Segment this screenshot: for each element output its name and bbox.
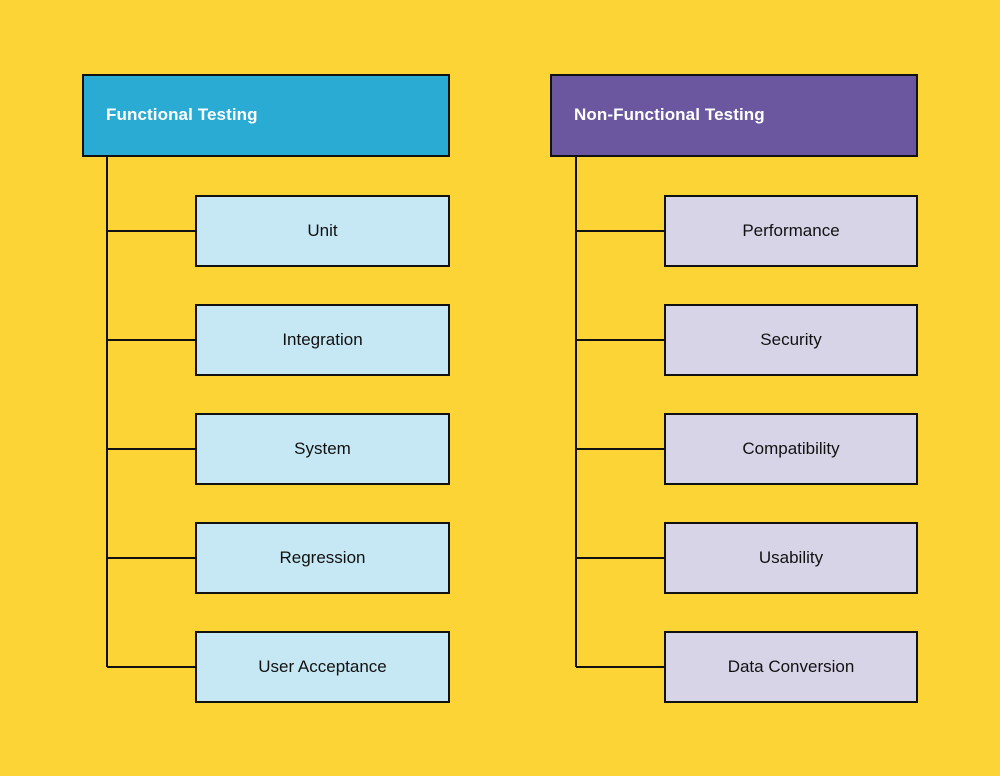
child-label-data-conversion: Data Conversion [727, 656, 855, 676]
child-box-regression[interactable]: Regression [195, 522, 450, 594]
root-box-non-functional-testing[interactable]: Non-Functional Testing [550, 74, 918, 157]
child-label-usability: Usability [758, 547, 824, 567]
child-box-compatibility[interactable]: Compatibility [664, 413, 918, 485]
child-label-integration: Integration [282, 329, 363, 349]
child-label-compatibility: Compatibility [742, 438, 840, 458]
child-box-usability[interactable]: Usability [664, 522, 918, 594]
child-label-system: System [294, 438, 351, 458]
child-label-user-acceptance: User Acceptance [258, 656, 387, 676]
child-label-security: Security [760, 329, 822, 349]
child-box-data-conversion[interactable]: Data Conversion [664, 631, 918, 703]
root-box-functional-testing[interactable]: Functional Testing [82, 74, 450, 157]
child-box-performance[interactable]: Performance [664, 195, 918, 267]
child-box-system[interactable]: System [195, 413, 450, 485]
child-label-performance: Performance [742, 220, 840, 240]
child-box-user-acceptance[interactable]: User Acceptance [195, 631, 450, 703]
root-label-non-functional-testing: Non-Functional Testing [574, 105, 765, 125]
child-box-security[interactable]: Security [664, 304, 918, 376]
child-label-regression: Regression [279, 547, 366, 567]
child-box-unit[interactable]: Unit [195, 195, 450, 267]
child-box-integration[interactable]: Integration [195, 304, 450, 376]
child-label-unit: Unit [307, 220, 338, 240]
root-label-functional-testing: Functional Testing [106, 105, 258, 125]
